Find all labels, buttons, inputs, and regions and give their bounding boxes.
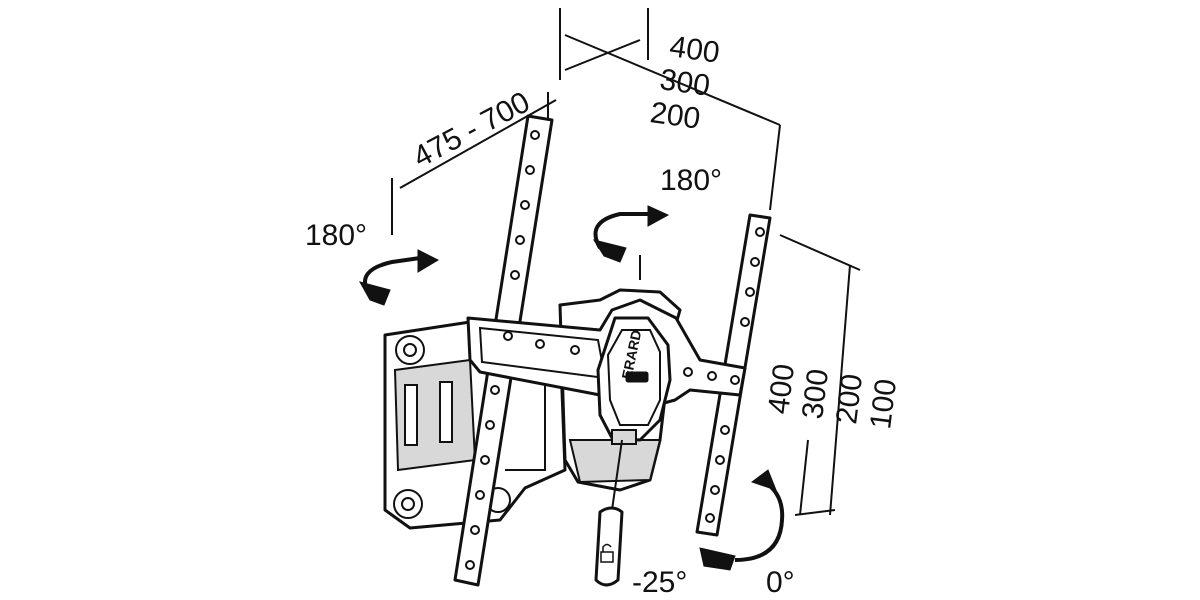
- lock-icon[interactable]: [600, 543, 614, 563]
- top-size-label: 200: [648, 96, 702, 136]
- side-size-label: 300: [796, 367, 835, 421]
- width-range-label: 475 - 700: [408, 86, 535, 175]
- release-cord: [594, 439, 624, 587]
- tilt-head: ERARD: [596, 316, 672, 445]
- tilt-min-label: -25°: [632, 566, 687, 599]
- side-size-label: 200: [830, 372, 869, 426]
- top-dimension-lines: [559, 8, 781, 280]
- center-swivel-label: 180°: [660, 164, 722, 197]
- rail-holes-right: [705, 227, 765, 523]
- rotation-arrow-icon: [358, 249, 440, 306]
- side-size-label: 400: [762, 362, 801, 416]
- top-size-labels: 400 300 200: [648, 30, 722, 136]
- rail-holes-left: [465, 130, 540, 570]
- tilt-arrow-icon: [699, 469, 785, 571]
- tilt-max-label: 0°: [766, 566, 795, 599]
- rotation-arrow-icon: [592, 205, 670, 263]
- top-size-label: 400: [667, 30, 721, 70]
- left-swivel-label: 180°: [305, 219, 367, 252]
- side-dimension-lines: [779, 234, 861, 516]
- top-size-label: 300: [658, 63, 712, 103]
- width-dimension-lines: [391, 92, 557, 235]
- side-size-label: 100: [864, 377, 903, 431]
- side-size-labels: 400 300 200 100: [762, 362, 903, 431]
